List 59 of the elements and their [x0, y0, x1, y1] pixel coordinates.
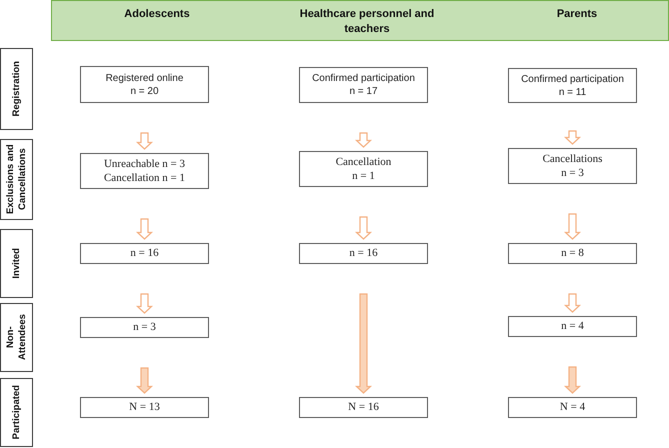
block-arrow — [136, 132, 154, 150]
row-label-box — [0, 378, 33, 447]
row-label-box — [0, 48, 33, 130]
flow-box — [80, 243, 209, 264]
flow-box — [299, 67, 428, 103]
row-label: Invited — [10, 248, 22, 279]
flow-box — [299, 151, 428, 187]
flow-box — [80, 66, 209, 103]
flow-box — [508, 316, 637, 337]
row-label: Participated — [10, 385, 22, 440]
box-text: n = 11 — [558, 86, 586, 98]
box-text: Cancellations — [542, 152, 602, 166]
box-text: n = 17 — [349, 85, 378, 98]
flow-box — [80, 397, 209, 418]
row-label: Non-Attendees — [4, 314, 28, 362]
header-band — [51, 0, 669, 41]
box-text: n = 16 — [130, 246, 159, 261]
flow-box — [508, 68, 637, 103]
block-arrow — [564, 293, 582, 313]
box-text: n = 16 — [349, 246, 378, 261]
row-label-box — [0, 303, 33, 372]
box-text: n = 1 — [352, 169, 375, 184]
box-text: n = 8 — [561, 246, 584, 261]
block-arrow — [354, 216, 372, 240]
box-text: Confirmed participation — [312, 72, 415, 85]
column-heading: Healthcare personnel and teachers — [298, 7, 436, 38]
block-arrow — [354, 293, 372, 394]
box-text: Unreachable n = 3 — [104, 156, 186, 171]
block-arrow — [136, 293, 154, 314]
box-text: n = 4 — [561, 319, 584, 334]
row-label-box — [0, 229, 33, 298]
column-heading: Adolescents — [124, 7, 190, 22]
box-text: N = 16 — [348, 400, 379, 415]
column-heading: Parents — [556, 7, 598, 22]
block-arrow — [136, 218, 154, 240]
box-text: Cancellation — [336, 154, 392, 169]
box-text: n = 3 — [561, 166, 584, 180]
box-text: n = 3 — [133, 320, 156, 335]
flow-box — [299, 243, 428, 264]
block-arrow — [136, 367, 154, 394]
block-arrow — [564, 130, 582, 145]
row-label: Exclusions and Cancellations — [4, 144, 28, 216]
row-label: Registration — [10, 61, 22, 117]
box-text: n = 20 — [130, 84, 159, 98]
block-arrow — [564, 213, 582, 240]
box-text: N = 4 — [560, 400, 586, 415]
flow-box — [299, 397, 428, 418]
box-text: Cancellation n = 1 — [104, 171, 186, 186]
row-label-box — [0, 139, 33, 220]
flow-box — [508, 243, 637, 264]
box-text: N = 13 — [129, 400, 160, 415]
block-arrow — [564, 366, 582, 394]
flow-box — [80, 153, 209, 189]
box-text: Registered online — [106, 72, 184, 84]
flow-box — [508, 397, 637, 418]
flow-box — [80, 317, 209, 338]
flow-box — [508, 148, 637, 184]
block-arrow — [354, 132, 372, 148]
box-text: Confirmed participation — [521, 72, 624, 86]
